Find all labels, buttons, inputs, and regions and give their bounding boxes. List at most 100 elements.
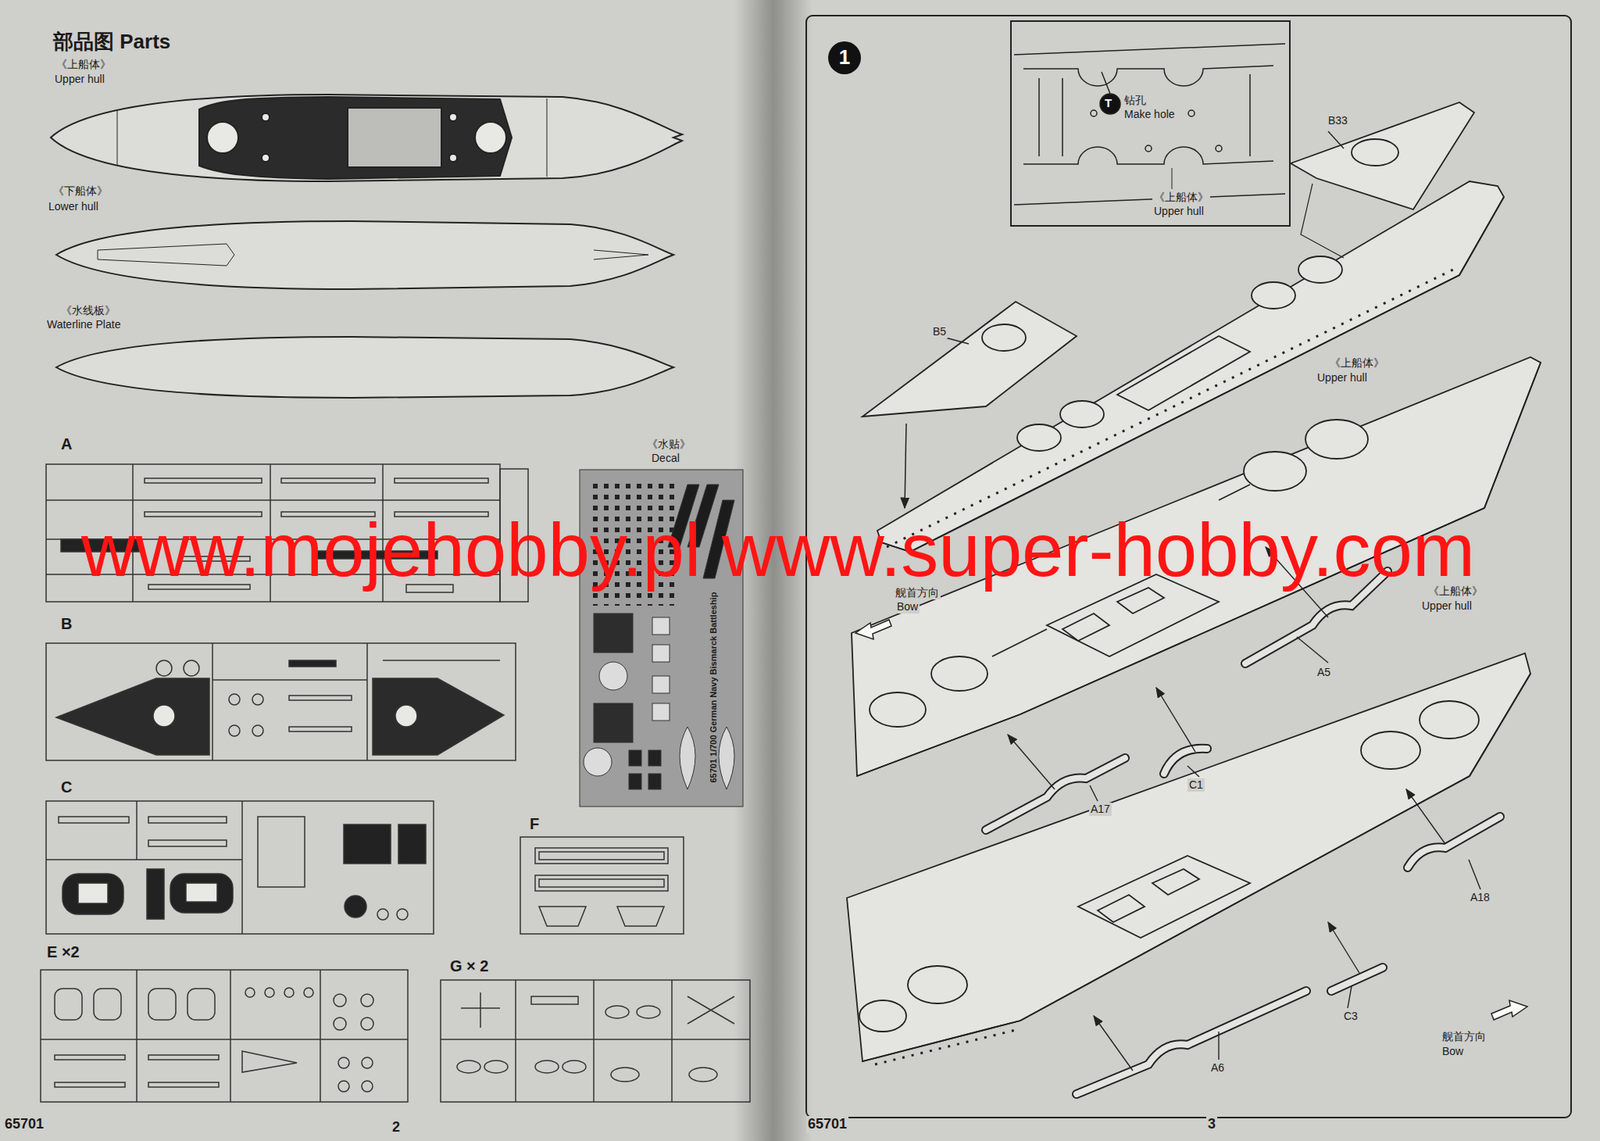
page-number: 2 xyxy=(390,1118,402,1136)
sprue-c xyxy=(46,858,243,861)
inset-deck-drawing xyxy=(1023,146,1274,165)
sprue-b xyxy=(289,695,352,700)
hull-deck-view xyxy=(1218,484,1250,500)
sprue-b xyxy=(212,678,368,681)
sprue-g xyxy=(460,992,500,1028)
page-heading: 部品图 Parts xyxy=(53,29,171,54)
page-number: 3 xyxy=(1206,1115,1218,1133)
side-armour-parts xyxy=(985,571,1500,1094)
sprue-e xyxy=(264,987,275,997)
sprue-g xyxy=(440,979,750,1102)
upper-hull-part xyxy=(546,98,548,177)
side-armour-parts xyxy=(1076,990,1307,1094)
sprue-e xyxy=(148,1082,219,1087)
lower-hull-part xyxy=(97,243,235,266)
part-b33 xyxy=(1290,102,1475,210)
sprue-c xyxy=(46,800,434,934)
inset-deck-drawing xyxy=(1100,93,1121,115)
sprue-c xyxy=(257,816,305,887)
hull-deck-view-lower xyxy=(1097,894,1145,922)
upper-hull-part xyxy=(261,153,270,162)
assembly-arrows xyxy=(1187,765,1200,777)
assembly-arrows xyxy=(1217,1031,1219,1060)
hull-step-one xyxy=(1251,282,1296,309)
waterline-plate xyxy=(56,336,674,398)
sprue-e xyxy=(360,993,374,1007)
sprue-f xyxy=(539,906,586,926)
assembly-arrows xyxy=(1089,785,1098,801)
hull-deck-view xyxy=(992,628,1047,657)
decal-sheet xyxy=(583,747,612,776)
sprue-c xyxy=(398,824,426,864)
callout-number: C3 xyxy=(1342,1009,1360,1023)
inset-deck-drawing xyxy=(1090,110,1097,117)
sprue-g xyxy=(592,979,595,1102)
sprue-e xyxy=(333,1017,347,1030)
hull-deck-view-lower xyxy=(1078,855,1250,938)
sprue-b xyxy=(228,693,240,705)
direction-label-cn: 舰首方向 xyxy=(893,585,941,600)
upper-hull-part xyxy=(261,113,270,122)
lower-hull-part xyxy=(56,221,674,290)
upper-hull-part xyxy=(475,121,507,154)
sprue-g xyxy=(484,1060,508,1073)
upper-hull-part xyxy=(50,94,683,182)
sprue-e xyxy=(360,1017,374,1030)
assembly-arrows xyxy=(1093,1015,1133,1071)
sprue-c xyxy=(148,816,227,823)
sprue-e xyxy=(338,1057,350,1068)
sprue-letter: C xyxy=(59,777,74,797)
side-armour-parts xyxy=(985,757,1125,830)
decal-sheet xyxy=(628,750,642,766)
hull-step-one xyxy=(1298,256,1343,283)
sprue-f xyxy=(520,836,684,934)
sprue-b xyxy=(395,704,418,727)
part-b33 xyxy=(1351,139,1399,166)
part-name-cn: 《上船体》 xyxy=(1328,356,1386,370)
sprue-e xyxy=(54,988,83,1020)
sprue-c xyxy=(135,800,138,860)
upper-hull-part xyxy=(347,107,442,168)
sprue-e xyxy=(54,1082,125,1087)
hull-deck-view-lower xyxy=(907,965,968,1004)
decal-sheet xyxy=(679,726,696,790)
inset-deck-drawing xyxy=(1014,43,1286,205)
callout-number: A17 xyxy=(1089,802,1112,816)
sprue-g xyxy=(610,1067,640,1082)
inset-deck-drawing xyxy=(1014,43,1286,55)
upper-hull-part xyxy=(50,94,683,182)
sprue-e xyxy=(40,969,408,1102)
assembly-arrows xyxy=(1328,921,1360,973)
upper-hull-part xyxy=(449,113,458,122)
note-cn: 钻孔 xyxy=(1122,93,1148,108)
sprue-b xyxy=(372,678,504,755)
sprue-f xyxy=(520,836,684,934)
sprue-g xyxy=(514,979,517,1102)
sprue-g xyxy=(535,1060,559,1073)
inset-deck-drawing xyxy=(1215,145,1222,152)
bow-direction-arrows xyxy=(855,619,1528,1020)
decal-sheet xyxy=(599,661,628,690)
direction-label: Bow xyxy=(895,600,920,614)
sprue-a xyxy=(281,478,375,483)
sprue-g xyxy=(457,1060,481,1073)
step-number: 1 xyxy=(828,41,861,75)
hull-deck-view-lower xyxy=(859,1000,907,1032)
assembly-arrows xyxy=(1156,687,1196,752)
assembly-arrows xyxy=(945,131,1481,1071)
assembly-arrows xyxy=(945,337,969,344)
note: Upper hull xyxy=(1152,204,1206,218)
sprue-c xyxy=(396,908,408,920)
sprue-g xyxy=(689,1067,718,1082)
callout-number: C1 xyxy=(1187,778,1205,792)
sprue-b xyxy=(289,660,336,667)
decal-print: 65701 1/700 German Navy Bismarck Battles… xyxy=(708,592,719,783)
side-armour-parts xyxy=(1164,748,1208,774)
watermark: www.mojehobby.pl www.super-hobby.com xyxy=(81,504,1475,595)
detail-inset: 钻孔Make hole《上船体》Upper hull xyxy=(1010,20,1291,227)
hull-deck-view-lower xyxy=(862,673,1531,1061)
part-name-cn: 《水贴》 xyxy=(645,437,693,451)
part-name-cn: 《水线板》 xyxy=(59,303,118,318)
